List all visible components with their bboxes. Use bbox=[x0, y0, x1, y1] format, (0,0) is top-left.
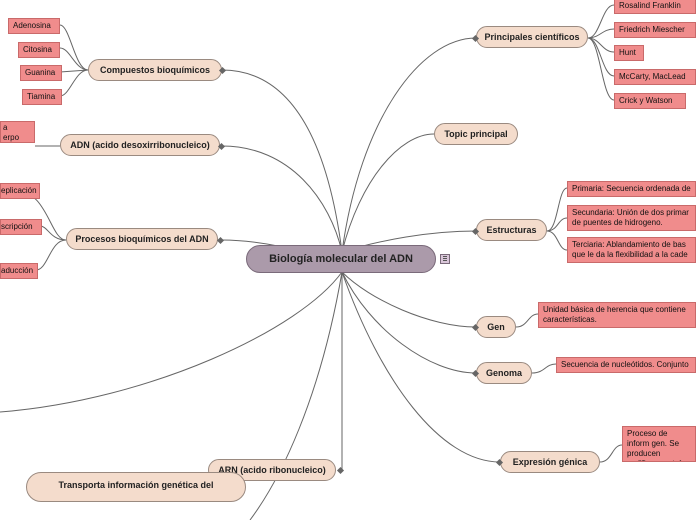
leaf-estructura[interactable]: Primaria: Secuencia ordenada de bbox=[567, 181, 696, 197]
link-cientificos bbox=[341, 37, 477, 253]
link-gen bbox=[341, 271, 477, 328]
topic-estructuras[interactable]: Estructuras bbox=[476, 219, 547, 241]
leaf-adn-line: a bbox=[3, 123, 8, 132]
topic-gen[interactable]: Gen bbox=[476, 316, 516, 338]
link-compuestos bbox=[221, 69, 343, 253]
leaf-cientifico[interactable]: Friedrich Miescher bbox=[614, 22, 696, 38]
topic-genoma[interactable]: Genoma bbox=[476, 362, 532, 384]
topic-adn[interactable]: ADN (acido desoxirribonucleico) bbox=[60, 134, 220, 156]
link-adn bbox=[221, 145, 343, 253]
topic-procesos[interactable]: Procesos bioquímicos del ADN bbox=[66, 228, 218, 250]
leaf-estructura[interactable]: Secundaria: Unión de dos primar de puent… bbox=[567, 205, 696, 231]
leaf-proceso[interactable]: eplicación bbox=[0, 183, 40, 199]
leaf-compuesto[interactable]: Citosina bbox=[18, 42, 60, 58]
leaf-genoma-detail[interactable]: Secuencia de nucleótidos. Conjunto bbox=[556, 357, 696, 373]
link-genoma bbox=[341, 271, 477, 374]
link-topic bbox=[341, 133, 435, 253]
topic-expresion[interactable]: Expresión génica bbox=[500, 451, 600, 473]
central-topic[interactable]: Biología molecular del ADN bbox=[246, 245, 436, 273]
link-transporta bbox=[249, 271, 343, 520]
leaf-compuesto[interactable]: Tiamina bbox=[22, 89, 62, 105]
topic-compuestos[interactable]: Compuestos bioquímicos bbox=[88, 59, 222, 81]
leaf-gen-detail[interactable]: Unidad básica de herencia que contiene c… bbox=[538, 302, 696, 328]
menu-icon[interactable] bbox=[440, 254, 450, 264]
leaf-compuesto[interactable]: Adenosina bbox=[8, 18, 60, 34]
topic-principal[interactable]: Topic principal bbox=[434, 123, 518, 145]
topic-transporta[interactable]: Transporta información genética del bbox=[26, 472, 246, 502]
leaf-compuesto[interactable]: Guanina bbox=[20, 65, 62, 81]
leaf-proceso[interactable]: scripción bbox=[0, 219, 42, 235]
leaf-cientifico[interactable]: Crick y Watson bbox=[614, 93, 686, 109]
leaf-estructura[interactable]: Terciaria: Ablandamiento de bas que le d… bbox=[567, 237, 696, 263]
leaf-expresion-detail[interactable]: Proceso de inform gen. Se producen codif… bbox=[622, 426, 696, 462]
leaf-adn-detail[interactable]: a erpo bbox=[0, 121, 35, 143]
link-left bbox=[0, 271, 343, 413]
topic-cientificos[interactable]: Principales científicos bbox=[476, 26, 588, 48]
leaf-adn-line: erpo bbox=[3, 133, 20, 142]
leaf-cientifico[interactable]: Rosalind Franklin bbox=[614, 0, 696, 14]
leaf-cientifico[interactable]: McCarty, MacLead bbox=[614, 69, 696, 85]
link-expresion bbox=[341, 271, 501, 463]
leaf-proceso[interactable]: aducción bbox=[0, 263, 38, 279]
leaf-cientifico[interactable]: Hunt bbox=[614, 45, 644, 61]
